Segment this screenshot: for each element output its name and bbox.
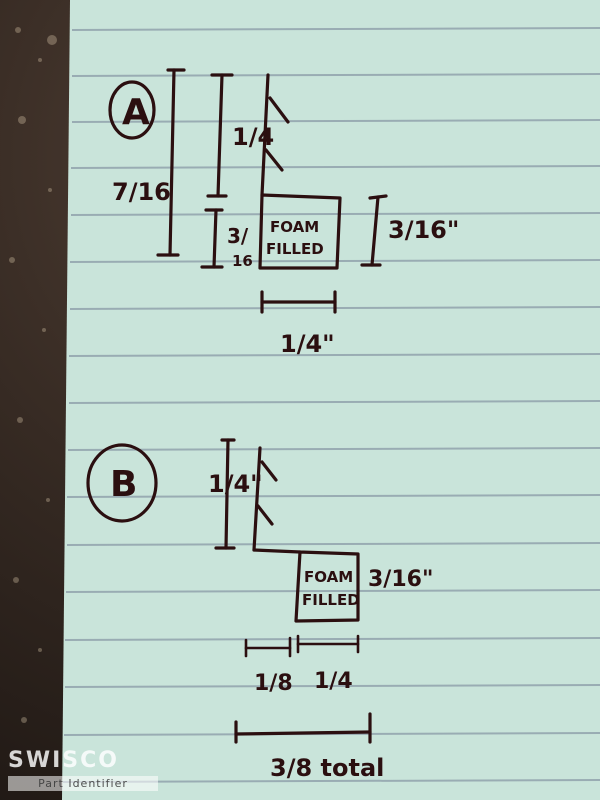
dim-b-gap-label: 1/8 xyxy=(254,671,293,696)
paper-sheet xyxy=(62,0,600,800)
dim-b-total-label: 3/8 total xyxy=(270,754,384,782)
dim-a-box-height-bracket xyxy=(360,194,388,267)
dim-b-total-bracket xyxy=(234,712,372,744)
dim-a-lower-den: 16 xyxy=(232,252,253,270)
box-a-line2: FILLED xyxy=(266,240,324,258)
dim-a-box-height-label: 3/16" xyxy=(388,216,459,244)
dim-b-box-height-label: 3/16" xyxy=(368,567,433,592)
diagram-a: A 7/16 1/4 3/ 16 FOAM xyxy=(108,68,459,358)
dim-b-gap-bracket xyxy=(244,636,292,658)
dim-b-top-label: 1/4" xyxy=(208,470,263,498)
watermark-subtitle: Part Identifier xyxy=(8,776,158,791)
dim-a-top-bracket xyxy=(206,73,234,198)
label-a-circle xyxy=(108,80,156,140)
dim-b-width-label: 1/4 xyxy=(314,669,353,694)
granite-speckles xyxy=(9,27,57,723)
label-a-text: A xyxy=(122,92,150,133)
label-b-circle xyxy=(86,443,158,523)
box-b-line1: FOAM xyxy=(304,568,353,586)
profile-a xyxy=(258,73,342,270)
dim-a-top-label: 1/4 xyxy=(232,123,274,151)
diagram-b: B 1/4" FOAM FILLED 3/16" xyxy=(86,438,433,782)
dim-a-lower-num: 3/ xyxy=(227,224,249,248)
dim-a-box-width-bracket xyxy=(260,290,337,314)
dim-a-total-bracket xyxy=(156,68,186,257)
box-b-line2: FILLED xyxy=(302,591,360,609)
watermark-brand: SWISCO xyxy=(8,748,119,773)
swisco-watermark: SWISCO Part Identifier xyxy=(8,748,162,792)
dim-a-box-width-label: 1/4" xyxy=(280,330,335,358)
dim-b-width-bracket xyxy=(296,634,360,654)
box-a-line1: FOAM xyxy=(270,218,319,236)
dim-b-top-bracket xyxy=(214,438,236,550)
dim-a-total-label: 7/16 xyxy=(112,178,171,206)
dim-a-lower-bracket xyxy=(200,208,224,269)
label-b-text: B xyxy=(110,464,137,505)
profile-b xyxy=(252,446,360,623)
